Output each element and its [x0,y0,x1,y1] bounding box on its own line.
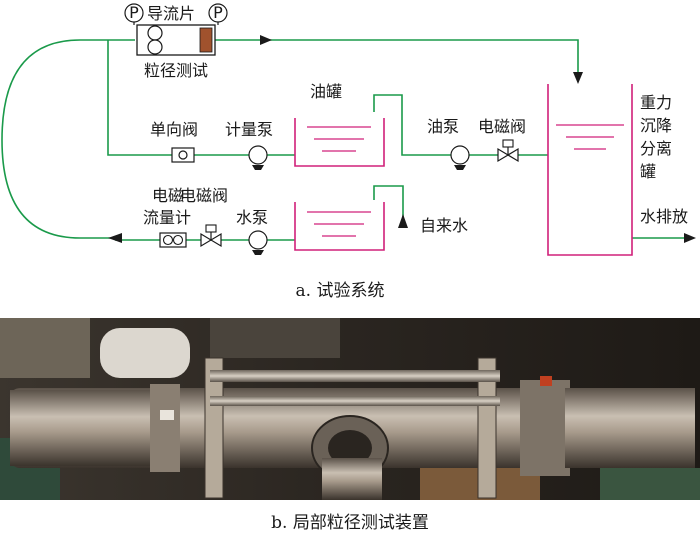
water-pump-label: 水泵 [236,208,268,227]
gravity-separation-tank: 重力 沉降 分离 罐 [548,84,672,255]
particle-test-unit: P 导流片 P 粒径测试 [125,3,227,80]
meter-pump: 计量泵 [225,120,273,170]
gravity-label-2: 沉降 [640,116,672,135]
solenoid-valve-bottom-label: 电磁阀 [180,186,228,205]
particle-test-device-photo [0,318,700,500]
gravity-label-3: 分离 [640,139,672,158]
p-right-label: P [213,3,223,22]
meter-pump-label: 计量泵 [225,120,273,139]
flowmeter-label-2: 流量计 [143,208,191,227]
particle-test-label: 粒径测试 [144,61,208,80]
test-system-diagram: P 导流片 P 粒径测试 油罐 重力 沉降 分离 罐 单向阀 [0,0,700,318]
oil-pump: 油泵 [427,117,469,170]
p-left-label: P [129,3,139,22]
drain-label: 水排放 [640,207,688,226]
arrow-right-icon [260,35,272,45]
guide-label: 导流片 [147,4,195,23]
tap-water-label: 自来水 [420,216,468,235]
oil-pump-icon [451,146,469,164]
arrow-right-icon [684,233,696,243]
water-pump-icon [249,231,267,249]
water-pump: 水泵 [236,208,268,255]
meter-pump-icon [249,146,267,164]
solenoid-valve-top-label: 电磁阀 [478,117,526,136]
arrow-down-icon [573,72,583,84]
oil-tank-label: 油罐 [310,82,342,101]
caption-a: a. 试验系统 [296,281,385,301]
oil-pump-label: 油泵 [427,117,459,136]
check-valve-label: 单向阀 [150,120,198,139]
gravity-label-1: 重力 [640,93,672,112]
oil-tank: 油罐 [295,82,384,166]
gravity-label-4: 罐 [640,162,656,181]
arrow-left-icon [108,233,122,243]
caption-b: b. 局部粒径测试装置 [0,508,700,533]
pipe-network [2,40,690,240]
water-tank [295,202,384,250]
device-photo-illustration [0,318,700,500]
arrow-up-icon [398,214,408,228]
